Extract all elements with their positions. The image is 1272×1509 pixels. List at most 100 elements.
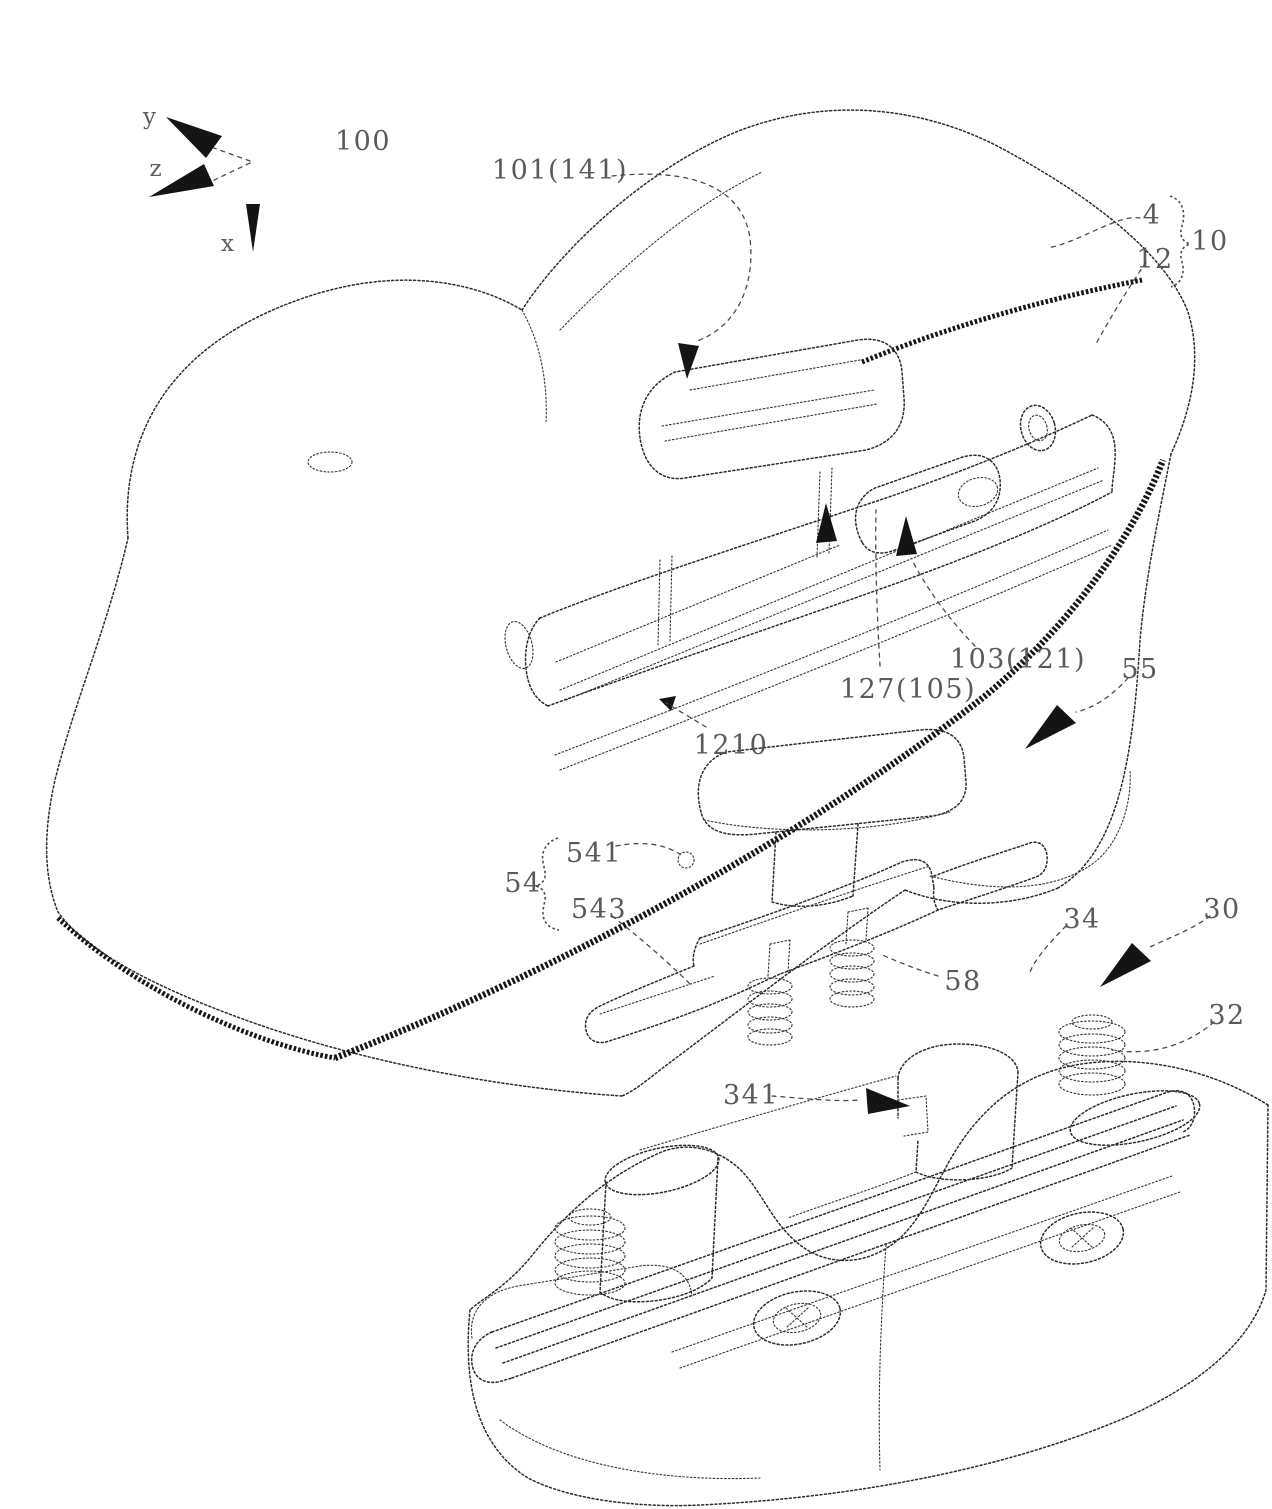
body-outline-inner-bottom (621, 889, 906, 1097)
screw-thread (1058, 1020, 1126, 1044)
slot-top-edge (539, 414, 1093, 619)
screw-drive-mark (785, 1307, 809, 1329)
ref-label-4: 4 (1143, 200, 1162, 231)
spring-coil (747, 1028, 793, 1046)
leader-55 (1075, 677, 1129, 713)
screw-thread (1058, 1072, 1126, 1096)
ref-label-100: 100 (335, 126, 391, 157)
carrier-right-rod (932, 841, 1048, 911)
upper-housing (45, 109, 1196, 1097)
slot-slat-2 (816, 467, 833, 558)
carrier-left-step (692, 937, 701, 967)
arrow-30-icon (1100, 943, 1151, 987)
side-slot (504, 404, 1116, 771)
screw-thread (554, 1215, 626, 1241)
slider-assembly (584, 728, 1048, 1046)
spring-right (829, 939, 875, 1008)
bracket-lower-flange-1 (679, 1191, 1181, 1369)
bracket-left-end-cap (470, 1331, 513, 1384)
axis-label-y: y (142, 104, 157, 130)
screw-hole-front (752, 1290, 842, 1346)
arrow-55-icon (1025, 705, 1076, 749)
bracket-right-end-cap (1167, 1090, 1196, 1133)
bracket-lower-flange-2 (671, 1175, 1173, 1353)
spring-peg-right (845, 907, 869, 945)
bracket-rail-1 (491, 1091, 1169, 1333)
screw-drive-mark (1070, 1227, 1094, 1249)
ref-label-103-121: 103(121) (950, 644, 1086, 675)
axis-arrow-x-icon (246, 204, 260, 252)
slot-right-hole-outer (1019, 404, 1057, 452)
screw-hole-rim (752, 1290, 842, 1346)
right-post-notch (897, 1095, 929, 1137)
leader-lines (533, 173, 1215, 1102)
ref-label-543: 543 (571, 894, 627, 925)
screw-boss (1069, 1090, 1201, 1146)
mounting-bracket (470, 1014, 1201, 1384)
top-opening (638, 338, 905, 480)
bracket-left-post (599, 1144, 720, 1303)
screw-thread (1058, 1046, 1126, 1070)
leader-4 (1047, 217, 1141, 249)
slot-lower-wall-2 (559, 544, 1113, 771)
spring-coil (829, 978, 875, 996)
shell-outer-outline (467, 1104, 1269, 1507)
button-cap-pin (677, 851, 695, 869)
bracket-top-edge (639, 1075, 897, 1151)
ref-label-341: 341 (723, 1080, 779, 1111)
shell-top-wavy-edge (469, 1060, 1269, 1311)
seam-band-left-arc (56, 916, 336, 1061)
leader-103-121 (911, 559, 976, 647)
axis-indicator: y z x (142, 104, 260, 257)
screw-hole-rear (1039, 1211, 1125, 1265)
top-opening-bar-lower (664, 403, 878, 442)
slot-right-hole-inner (1028, 414, 1048, 442)
spring-coil (829, 939, 875, 957)
axis-label-z: z (149, 156, 162, 182)
seam-band-top-right (861, 277, 1143, 365)
leader-32 (1111, 1021, 1215, 1053)
shell-split-line (878, 1244, 887, 1471)
axis-line-y (213, 147, 251, 162)
carrier-plate-bottom-edge (779, 909, 939, 975)
spring-coil (747, 990, 793, 1008)
screw-thread (554, 1257, 626, 1283)
carrier-plate-top-edge (699, 858, 935, 939)
slider-carrier (584, 841, 1048, 1044)
left-post-base (599, 1277, 713, 1303)
slot-rail-3 (555, 544, 841, 663)
spring-coil (829, 952, 875, 970)
bracket-rail-4 (511, 1134, 1191, 1379)
leader-101-141 (611, 173, 752, 343)
spring-coil (747, 977, 793, 995)
slot-right-cap (1091, 414, 1116, 493)
ref-label-10: 10 (1191, 226, 1228, 257)
leader-541 (615, 842, 681, 855)
screw-hole-head (1058, 1223, 1106, 1253)
slot-slat-1 (657, 555, 673, 646)
axis-arrow-y-icon (166, 117, 222, 158)
ref-label-55: 55 (1121, 654, 1158, 685)
ref-label-1210: 1210 (694, 730, 769, 761)
button-stem (771, 823, 859, 907)
body-outline-bottom-cap (904, 887, 1059, 904)
slot-right-inner-pocket (854, 454, 1001, 554)
leader-34 (1029, 925, 1067, 973)
screw-thread (554, 1229, 626, 1255)
slot-rail-1 (559, 467, 1099, 691)
spring-coil (829, 965, 875, 983)
screw-thread (1058, 1059, 1126, 1083)
brace-54 (533, 837, 560, 931)
body-saddle-inner-line (521, 309, 547, 423)
bracket-left-platform (470, 1264, 693, 1339)
seam-band-main-diagonal (333, 458, 1167, 1062)
slot-bottom-edge (547, 491, 1113, 707)
ref-label-127-105: 127(105) (840, 674, 976, 705)
body-small-oval-detail (307, 451, 353, 473)
spring-coil (829, 990, 875, 1008)
pointer-arrows (659, 343, 1151, 1114)
body-bottom-cap-inner-line (929, 769, 1131, 888)
screw-left (554, 1208, 626, 1296)
reference-labels: 100 101(141) 4 10 12 103(121) 127(105) 5… (335, 126, 1244, 1111)
